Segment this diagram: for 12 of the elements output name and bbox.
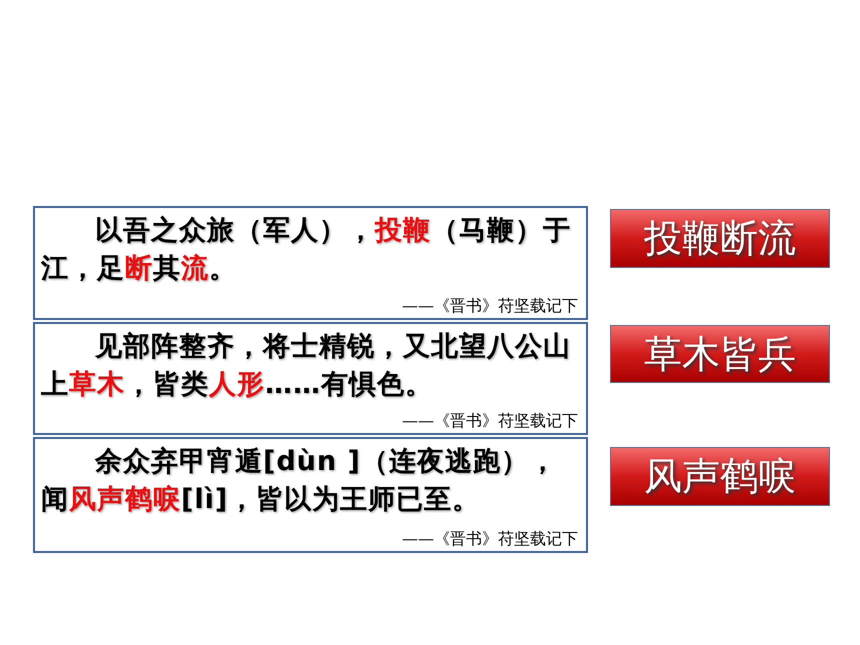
idiom-banner: 草木皆兵 bbox=[610, 325, 830, 383]
source-citation: ——《晋书》苻坚载记下 bbox=[402, 296, 578, 316]
quote-text: 以吾之众旅（军人），投鞭（马鞭）于江，足断其流。 bbox=[41, 214, 572, 286]
quote-box bbox=[33, 322, 588, 435]
source-citation: ——《晋书》苻坚载记下 bbox=[402, 411, 578, 431]
quote-box bbox=[33, 437, 588, 553]
quote-text: 见部阵整齐，将士精锐，又北望八公山上草木，皆类人形……有惧色。 bbox=[41, 330, 572, 402]
quote-text: 余众弃甲宵遁[dùn ]（连夜逃跑），闻风声鹤唳[lì]，皆以为王师已至。 bbox=[41, 445, 558, 517]
quote-box bbox=[33, 206, 588, 320]
idiom-banner: 风声鹤唳 bbox=[610, 447, 830, 506]
source-citation: ——《晋书》苻坚载记下 bbox=[402, 529, 578, 549]
idiom-banner: 投鞭断流 bbox=[610, 209, 830, 268]
